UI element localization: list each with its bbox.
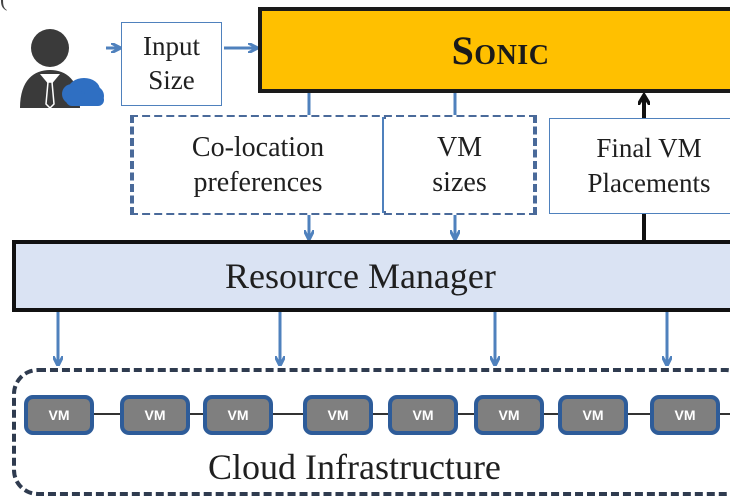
resource-manager-label: Resource Manager [225,256,496,296]
corner-glyph: ( [0,0,7,12]
resource-manager-box: Resource Manager [12,240,730,312]
colocation-line2: preferences [193,167,323,198]
colocation-line1: Co-location [191,132,325,163]
vm-node: VM [303,395,373,435]
sonic-box: Sonic [258,7,730,93]
input-size-line1: Input [143,31,200,62]
user-cloud-icon [10,14,104,108]
vm-sizes-box: VM sizes [386,117,533,213]
input-size-box: Input Size [121,22,222,106]
cloud-infrastructure-box [12,368,730,496]
vm-node: VM [388,395,458,435]
vm-node: VM [203,395,273,435]
vm-sizes-line2: sizes [432,167,487,198]
vm-node: VM [24,395,94,435]
vm-sizes-line1: VM [436,132,483,163]
final-vm-placements-box: Final VM Placements [549,118,730,214]
cloud-infrastructure-label: Cloud Infrastructure [208,447,501,487]
input-size-line2: Size [148,65,195,95]
final-placements-line1: Final VM [596,132,702,163]
vm-node: VM [650,395,720,435]
final-placements-line2: Placements [587,168,711,198]
colocation-preferences-box: Co-location preferences [134,117,384,213]
sonic-label: Sonic [451,27,550,73]
vm-node: VM [558,395,628,435]
vm-node: VM [474,395,544,435]
vm-node: VM [120,395,190,435]
